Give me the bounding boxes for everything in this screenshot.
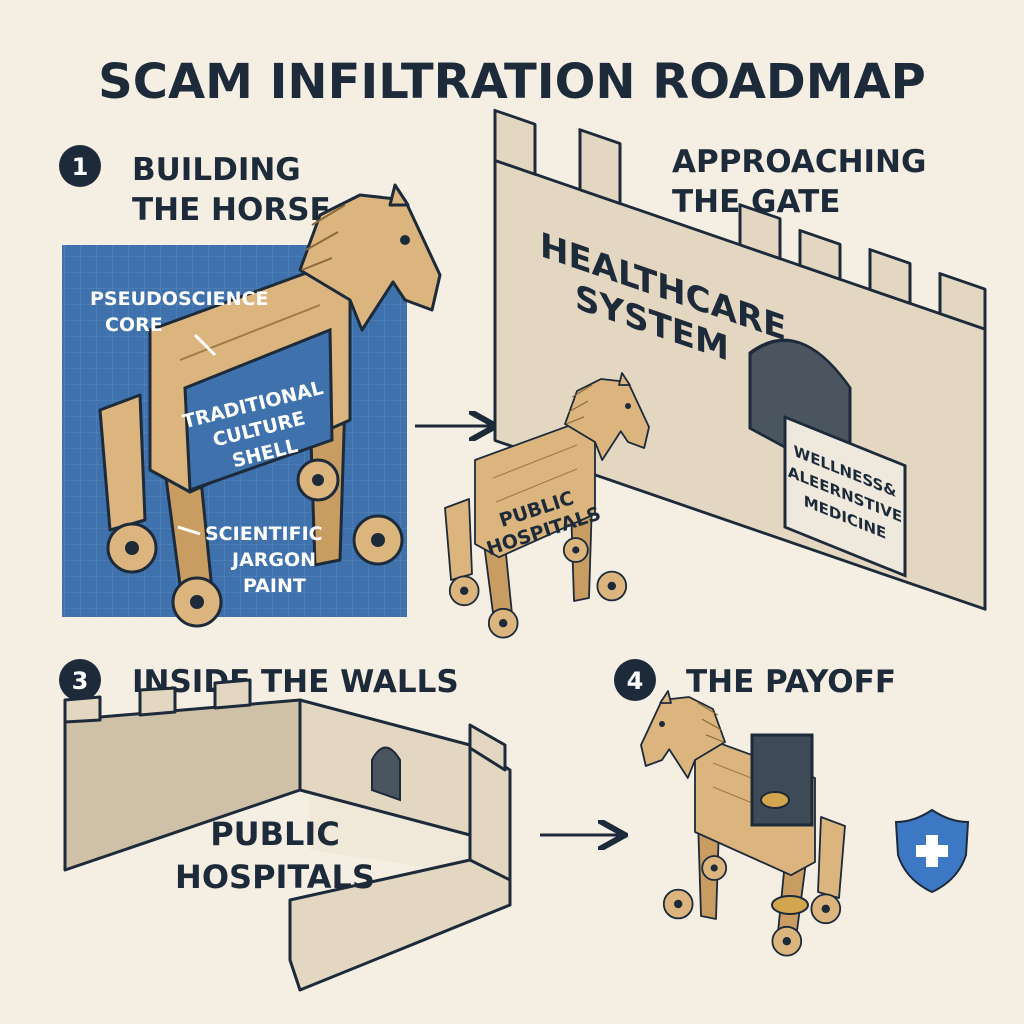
courtyard-label: PUBLIC bbox=[210, 815, 340, 853]
step-title-line: BUILDING bbox=[132, 152, 301, 188]
inner-walls bbox=[63, 678, 512, 992]
trojan-horse-payoff bbox=[640, 690, 846, 957]
step-4: 4 THE PAYOFF bbox=[614, 659, 970, 957]
page-title: SCAM INFILTRATION ROADMAP bbox=[98, 54, 926, 110]
step-1: 1 BUILDING THE HORSE PSEUDOSCIENCE CORE … bbox=[59, 145, 442, 628]
step-title: THE PAYOFF bbox=[686, 664, 896, 700]
label-pseudoscience-core: PSEUDOSCIENCE CORE bbox=[90, 288, 268, 357]
coin-stack-icon bbox=[760, 791, 790, 809]
step-number: 1 bbox=[72, 153, 89, 181]
svg-text:PSEUDOSCIENCE: PSEUDOSCIENCE bbox=[90, 288, 268, 310]
hidden-compartment bbox=[750, 733, 814, 827]
step-title-line: APPROACHING bbox=[672, 144, 926, 180]
step-number-badge bbox=[59, 145, 101, 187]
step-3: 3 INSIDE THE WALLS PUBLIC HOSPITALS bbox=[59, 659, 512, 992]
step-title-line: THE HORSE bbox=[132, 192, 331, 228]
label-scientific-jargon-paint: SCIENTIFIC JARGON PAINT bbox=[177, 523, 323, 597]
coin-stack-icon bbox=[771, 895, 809, 915]
culture-shell-cutaway bbox=[183, 327, 334, 493]
svg-text:SCIENTIFIC: SCIENTIFIC bbox=[205, 523, 323, 545]
step-number: 4 bbox=[627, 667, 644, 695]
svg-text:CORE: CORE bbox=[105, 314, 163, 336]
svg-text:PAINT: PAINT bbox=[243, 575, 306, 597]
step-2: APPROACHING THE GATE HEALTHCARE SYSTEM W… bbox=[444, 108, 987, 639]
healthcare-wall: HEALTHCARE SYSTEM bbox=[493, 108, 987, 611]
medical-shield-icon bbox=[894, 808, 970, 894]
wellness-sign: WELLNESS& ALEERNSTIVE MEDICINE bbox=[783, 415, 907, 578]
courtyard-label: HOSPITALS bbox=[175, 858, 375, 896]
step-title: INSIDE THE WALLS bbox=[132, 664, 459, 700]
step-number: 3 bbox=[72, 667, 89, 695]
svg-text:JARGON: JARGON bbox=[230, 549, 316, 571]
